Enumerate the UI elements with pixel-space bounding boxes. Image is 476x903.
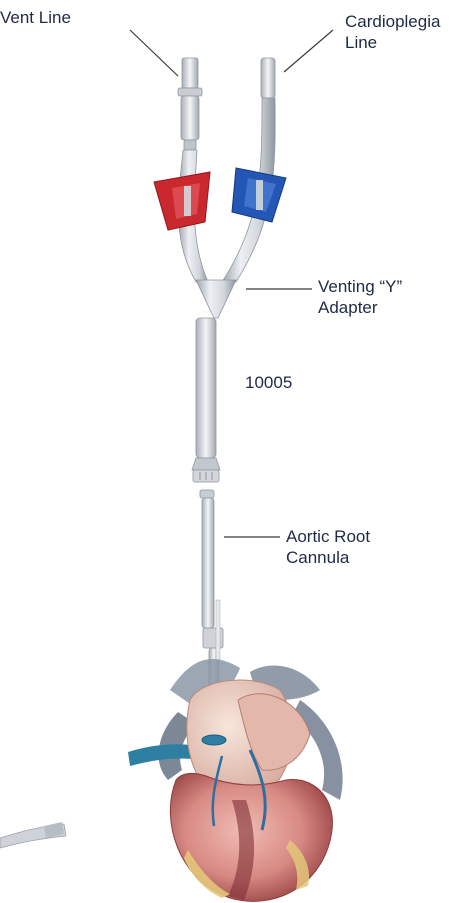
cardioplegia-line-leader xyxy=(284,30,333,72)
venting-y-adapter-label-line1: Venting “Y” xyxy=(318,276,402,297)
cardioplegia-clamp-icon xyxy=(232,168,286,222)
cardioplegia-line-label-line1: Cardioplegia xyxy=(345,11,440,32)
suture-tool-icon xyxy=(0,822,66,848)
vent-line-leader xyxy=(130,30,178,76)
vent-line-tube xyxy=(178,58,208,282)
aortic-root-cannula-label-line2: Cannula xyxy=(286,547,370,568)
cardioplegia-line-tube xyxy=(222,58,275,282)
vent-line-label: Vent Line xyxy=(0,7,71,28)
heart-illustration xyxy=(128,659,343,901)
cardioplegia-line-label-line2: Line xyxy=(345,32,440,53)
venting-y-adapter xyxy=(192,280,236,482)
cardioplegia-line-label: Cardioplegia Line xyxy=(345,11,440,53)
venting-y-adapter-label-line2: Adapter xyxy=(318,297,402,318)
model-number-label: 10005 xyxy=(245,372,292,393)
aortic-root-cannula-label: Aortic Root Cannula xyxy=(286,526,370,568)
vent-clamp-icon xyxy=(154,172,210,230)
vent-line-label-text: Vent Line xyxy=(0,7,71,28)
model-number-text: 10005 xyxy=(245,372,292,393)
aortic-root-cannula-label-line1: Aortic Root xyxy=(286,526,370,547)
venting-y-adapter-label: Venting “Y” Adapter xyxy=(318,276,402,318)
